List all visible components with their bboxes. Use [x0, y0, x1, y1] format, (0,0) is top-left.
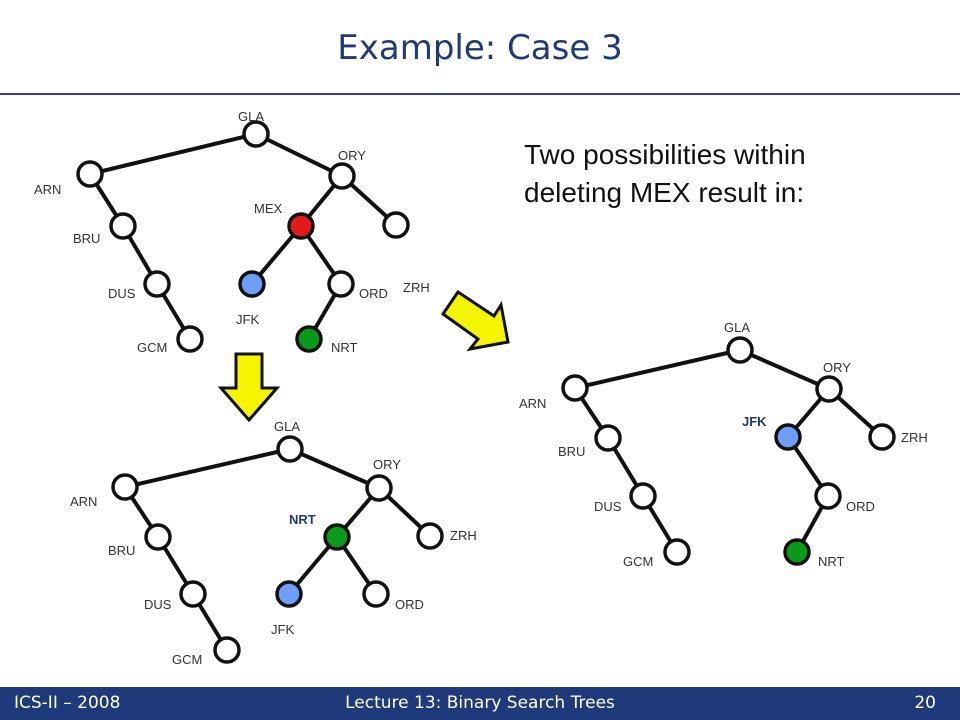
node-label-dus: DUS: [144, 597, 172, 612]
tree-edge-gla-ory: [289, 447, 380, 490]
title-divider: [0, 93, 960, 95]
tree-node-bru: [109, 212, 137, 240]
node-label-nrt: NRT: [331, 340, 358, 355]
tree-node-ory: [365, 474, 393, 502]
tree-node-jfk: [275, 580, 303, 608]
tree-edge-gla-arn: [124, 447, 291, 489]
footer-lecture: Lecture 13: Binary Search Trees: [345, 693, 615, 713]
tree-node-gla: [276, 435, 304, 463]
tree-node-bru: [144, 523, 172, 551]
node-label-arn: ARN: [519, 396, 546, 411]
node-label-jfk: JFK: [236, 312, 259, 327]
tree-node-mex: [287, 212, 315, 240]
node-label-nrt: NRT: [818, 554, 845, 569]
node-label-mex: MEX: [254, 201, 283, 216]
node-label-ord: ORD: [846, 499, 875, 514]
footer-page-number: 20: [914, 693, 936, 713]
tree-original: GLA ARN ORY BRU MEX ZRH DUS JFK ORD GCM NRT: [34, 109, 430, 355]
tree-node-gla: [726, 336, 754, 364]
tree-node-arn: [76, 160, 104, 188]
node-label-ory: ORY: [373, 457, 401, 472]
node-label-arn: ARN: [70, 494, 97, 509]
bst-diagram: GLA ARN ORY BRU MEX ZRH DUS JFK ORD GCM NRT GLA ARN…: [34, 109, 928, 667]
tree-node-zrh: [382, 211, 410, 239]
node-label-gla: GLA: [238, 109, 264, 124]
node-label-zrh: ZRH: [403, 280, 430, 295]
node-label-dus: DUS: [594, 499, 622, 514]
node-label-ory: ORY: [338, 148, 366, 163]
tree-node-jfk: [774, 423, 802, 451]
tree-node-gcm: [176, 325, 204, 353]
tree-node-ord: [814, 482, 842, 510]
node-label-gla: GLA: [724, 320, 750, 335]
tree-node-jfk: [238, 270, 266, 298]
node-label-jfk: JFK: [271, 622, 294, 637]
node-label-gcm: GCM: [623, 554, 653, 569]
tree-node-ord: [327, 270, 355, 298]
node-label-zrh: ZRH: [901, 430, 928, 445]
node-label-gcm: GCM: [137, 340, 167, 355]
tree-node-dus: [143, 270, 171, 298]
arrow-down-icon: [217, 352, 281, 423]
node-label-ord: ORD: [359, 286, 388, 301]
tree-nrt-replacement: GLA ARN ORY BRU NRT ZRH DUS JFK ORD GCM: [70, 419, 477, 667]
footer-bar: ICS-II – 2008 Lecture 13: Binary Search …: [0, 687, 960, 720]
tree-node-gla: [242, 120, 270, 148]
explanation-line-1: Two possibilities within: [524, 139, 806, 170]
arrow-diagonal-icon: [440, 289, 510, 352]
slide-title: Example: Case 3: [337, 28, 623, 68]
node-label-ory: ORY: [823, 360, 851, 375]
tree-node-nrt: [323, 523, 351, 551]
node-label-bru: BRU: [108, 543, 135, 558]
node-label-gla: GLA: [274, 419, 300, 434]
tree-node-nrt: [295, 325, 323, 353]
tree-edge-gla-arn: [574, 348, 741, 390]
node-label-gcm: GCM: [172, 652, 202, 667]
tree-node-arn: [111, 473, 139, 501]
tree-jfk-replacement: GLA ARN ORY BRU JFK ZRH DUS ORD GCM NRT: [519, 320, 928, 569]
tree-node-zrh: [868, 423, 896, 451]
transition-arrows: [217, 289, 510, 423]
tree-node-dus: [179, 580, 207, 608]
node-label-jfk: JFK: [742, 414, 767, 429]
node-label-bru: BRU: [73, 231, 100, 246]
tree-node-arn: [561, 374, 589, 402]
explanation-text: Two possibilities within deleting MEX re…: [524, 136, 864, 212]
tree-node-dus: [629, 482, 657, 510]
node-label-nrt: NRT: [289, 512, 316, 527]
footer-course: ICS-II – 2008: [14, 693, 121, 713]
node-label-ord: ORD: [395, 597, 424, 612]
node-label-arn: ARN: [34, 182, 61, 197]
tree-node-ory: [328, 162, 356, 190]
tree-node-ord: [362, 580, 390, 608]
tree-node-zrh: [416, 522, 444, 550]
tree-edge-gla-ory: [739, 348, 830, 391]
explanation-line-2: deleting MEX result in:: [524, 177, 805, 208]
node-label-zrh: ZRH: [450, 528, 477, 543]
tree-node-nrt: [783, 538, 811, 566]
node-label-dus: DUS: [108, 286, 136, 301]
tree-node-gcm: [213, 636, 241, 664]
tree-edge-gla-arn: [89, 132, 257, 176]
node-label-bru: BRU: [558, 444, 585, 459]
tree-node-bru: [594, 424, 622, 452]
tree-edge-gla-ory: [255, 132, 343, 178]
tree-node-gcm: [663, 538, 691, 566]
tree-node-ory: [815, 375, 843, 403]
